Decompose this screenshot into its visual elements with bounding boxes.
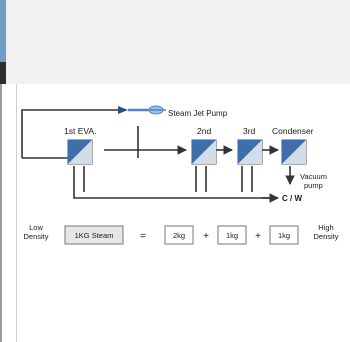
steam-input-box (64, 225, 124, 245)
evaporator-2-icon (191, 139, 217, 165)
stage-2-box (217, 225, 247, 245)
stage-1-box (164, 225, 194, 245)
low-density-label-line1: Low (29, 223, 43, 232)
evaporator-3-icon (237, 139, 263, 165)
cooling-water-label: C / W (282, 194, 302, 203)
evaporator-1-label: 1st EVA. (64, 126, 96, 136)
stage-3-value: 1kg (278, 231, 290, 240)
equals-sign: = (140, 231, 146, 242)
window-edge-gray (0, 84, 2, 342)
low-density-label-line2: Density (23, 232, 48, 241)
steam-input-label: 1KG Steam (75, 231, 114, 240)
evaporator-2-label: 2nd (197, 126, 211, 136)
pipe-drain-1 (73, 166, 278, 199)
pipe-top-loop (21, 109, 118, 158)
plus-sign-1: + (203, 231, 209, 242)
evaporator-1-icon (67, 139, 93, 165)
high-density-label-line1: High (318, 223, 333, 232)
plus-sign-2: + (255, 231, 261, 242)
steam-balance-row: Low Density 1KG Steam = 2kg + 1kg + 1kg … (23, 223, 339, 245)
condenser-label: Condenser (272, 126, 314, 136)
window-edge-dark (0, 62, 6, 84)
stage-2-value: 1kg (226, 231, 238, 240)
top-background-band (0, 0, 350, 84)
stage-3-box (269, 225, 299, 245)
condenser-icon (281, 139, 307, 165)
high-density-label-line2: Density (313, 232, 338, 241)
stage-1-value: 2kg (173, 231, 185, 240)
left-divider-line (16, 84, 17, 342)
steam-jet-pump-icon (118, 105, 166, 115)
window-edge-blue (0, 0, 6, 62)
steam-jet-pump-label: Steam Jet Pump (168, 109, 228, 118)
vacuum-pump-label-line1: Vacuum (300, 172, 327, 181)
pipe-network (21, 109, 295, 203)
vacuum-pump-label-line2: pump (304, 181, 323, 190)
evaporator-3-label: 3rd (243, 126, 256, 136)
